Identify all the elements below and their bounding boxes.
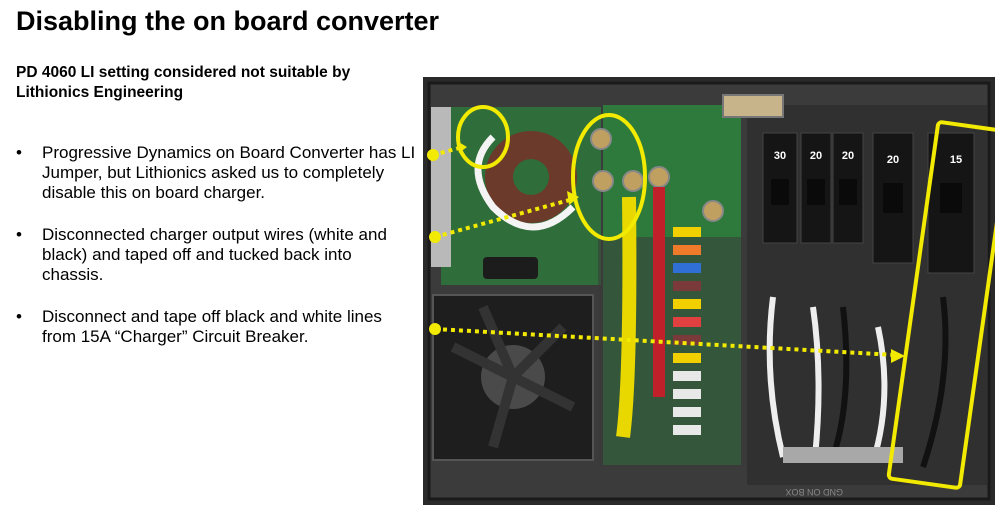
bullet-marker-icon: • — [16, 143, 22, 162]
arrow-head — [457, 141, 467, 153]
breaker-wire-white — [810, 306, 822, 458]
bullet-item: • Disconnected charger output wires (whi… — [16, 225, 416, 285]
terminal-3 — [622, 170, 644, 192]
terminal-5 — [702, 200, 724, 222]
neutral-bus-bar — [783, 447, 903, 463]
arrow-head — [567, 191, 579, 205]
white-wire — [474, 134, 576, 231]
breaker-label: 20 — [842, 150, 854, 162]
arrow-head — [891, 349, 905, 363]
breaker-wire-black — [920, 296, 949, 468]
bullet-marker-icon: • — [16, 225, 22, 244]
bullet-marker-icon: • — [16, 307, 22, 326]
highlight-circle-jumper — [456, 105, 510, 169]
breaker-label: 20 — [810, 150, 822, 162]
breaker-20: 20 — [800, 132, 832, 244]
arrow-origin-dot — [429, 323, 441, 335]
fan-blades — [450, 305, 576, 449]
breaker-wire-black — [830, 306, 850, 458]
bullet-text: Progressive Dynamics on Board Converter … — [42, 143, 416, 202]
yellow-cable — [616, 196, 637, 438]
terminal-4 — [648, 166, 670, 188]
arrow-origin-dot — [427, 149, 439, 161]
toroid-inductor-hole — [513, 159, 549, 195]
slide-title: Disabling the on board converter — [16, 6, 440, 36]
arrow-to-jumper — [432, 145, 464, 157]
capacitor — [483, 257, 538, 279]
panel-stamp-text: GND ON BOX — [785, 487, 843, 497]
breaker-label: 15 — [950, 154, 962, 166]
bullet-text: Disconnected charger output wires (white… — [42, 225, 387, 284]
highlight-circle-terminals — [571, 113, 647, 241]
bullet-text: Disconnect and tape off black and white … — [42, 307, 382, 346]
bullet-item: • Disconnect and tape off black and whit… — [16, 307, 416, 347]
highlight-box-breaker — [886, 120, 995, 490]
breaker-20: 20 — [872, 132, 914, 264]
converter-panel-photo: 30 20 20 20 15 GND ON BOX — [423, 77, 995, 505]
breaker-wire-white — [766, 296, 786, 458]
breaker-label: 30 — [774, 150, 786, 162]
breaker-15: 15 — [927, 132, 975, 274]
bullet-item: • Progressive Dynamics on Board Converte… — [16, 143, 416, 203]
board-heatsink — [431, 107, 451, 267]
terminal-2 — [592, 170, 614, 192]
breaker-20: 20 — [832, 132, 864, 244]
breaker-30: 30 — [762, 132, 798, 244]
arrow-origin-dot — [429, 231, 441, 243]
terminal-1 — [590, 128, 612, 150]
ground-lug — [722, 94, 784, 118]
slide-subtitle: PD 4060 LI setting considered not suitab… — [16, 64, 351, 101]
bullet-list: • Progressive Dynamics on Board Converte… — [16, 143, 416, 369]
breaker-label: 20 — [887, 154, 899, 166]
fuse-row — [673, 227, 701, 435]
